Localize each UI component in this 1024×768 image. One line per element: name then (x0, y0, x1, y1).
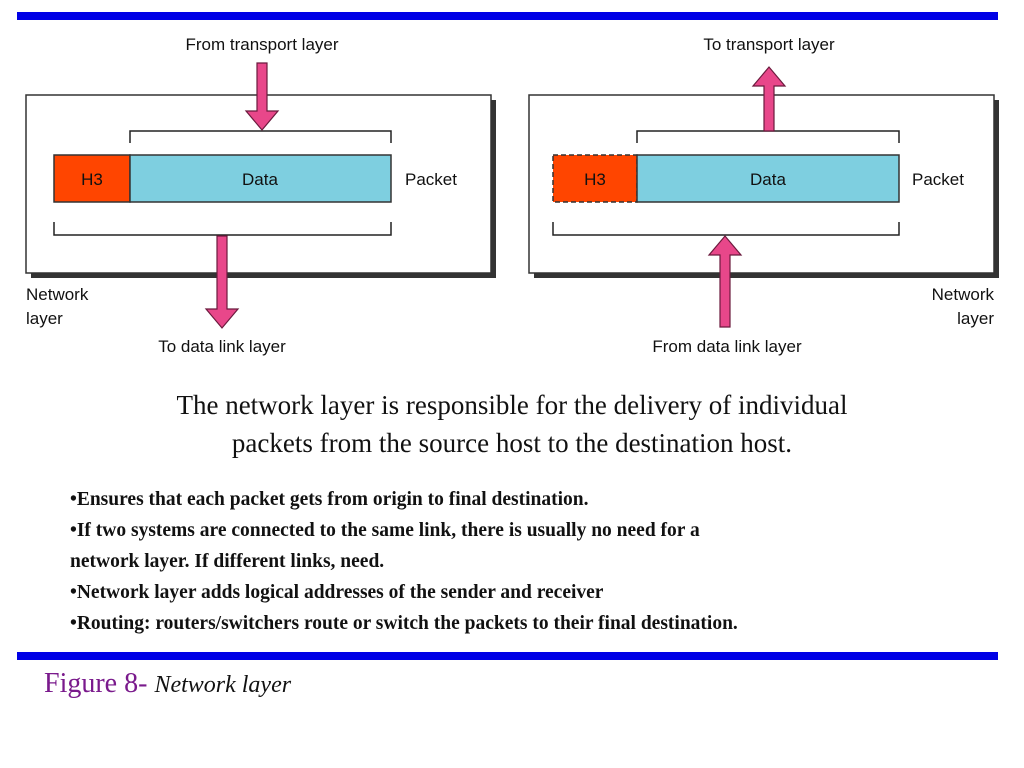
bottom-rule (17, 652, 998, 660)
bullet-item: •Routing: routers/switchers route or swi… (70, 613, 738, 634)
receiver-layer-label: layer (957, 309, 994, 328)
up-arrow-to-transport (751, 66, 787, 132)
sender-h3-header (53, 154, 131, 203)
sender-data-label: Data (242, 170, 278, 189)
receiver-packet-label: Packet (912, 170, 964, 189)
figure-title: Figure 8- Network layer (44, 668, 291, 700)
sender-data-field (129, 154, 392, 203)
top-rule (17, 12, 998, 20)
bullet-item: •Ensures that each packet gets from orig… (70, 489, 589, 510)
figure-name: Network layer (154, 672, 292, 698)
receiver-network-label: Network (932, 285, 995, 304)
sender-network-label: Network (26, 285, 89, 304)
sender-bottom-bracket (53, 222, 392, 236)
bullet-item: •Network layer adds logical addresses of… (70, 582, 604, 603)
receiver-bottom-bracket (552, 222, 900, 236)
from-transport-layer-label: From transport layer (185, 35, 338, 54)
sender-top-bracket (129, 130, 392, 143)
receiver-h3-header (552, 154, 638, 203)
to-data-link-layer-label: To data link layer (158, 337, 286, 356)
caption-line-2: packets from the source host to the dest… (231, 428, 793, 458)
receiver-data-field (636, 154, 900, 203)
bullet-item: •If two systems are connected to the sam… (70, 520, 700, 541)
up-arrow-from-data-link (707, 235, 743, 328)
down-arrow-to-data-link (204, 235, 240, 329)
to-transport-layer-label: To transport layer (703, 35, 835, 54)
receiver-data-label: Data (750, 170, 786, 189)
bullet-item-continuation: network layer. If different links, need. (70, 551, 385, 572)
from-data-link-layer-label: From data link layer (652, 337, 802, 356)
down-arrow-from-transport (244, 62, 280, 131)
sender-panel: H3 Data Packet From transport layer To d… (25, 35, 496, 356)
sender-layer-label: layer (26, 309, 63, 328)
figure-number: Figure 8- (44, 668, 148, 699)
bullet-list: •Ensures that each packet gets from orig… (70, 484, 970, 639)
network-layer-diagram: H3 Data Packet From transport layer To d… (25, 35, 999, 356)
sender-packet-label: Packet (405, 170, 457, 189)
receiver-h3-label: H3 (584, 170, 606, 189)
receiver-panel: H3 Data Packet To transport layer From d… (528, 35, 999, 356)
sender-h3-label: H3 (81, 170, 103, 189)
caption-line-1: The network layer is responsible for the… (176, 390, 848, 420)
